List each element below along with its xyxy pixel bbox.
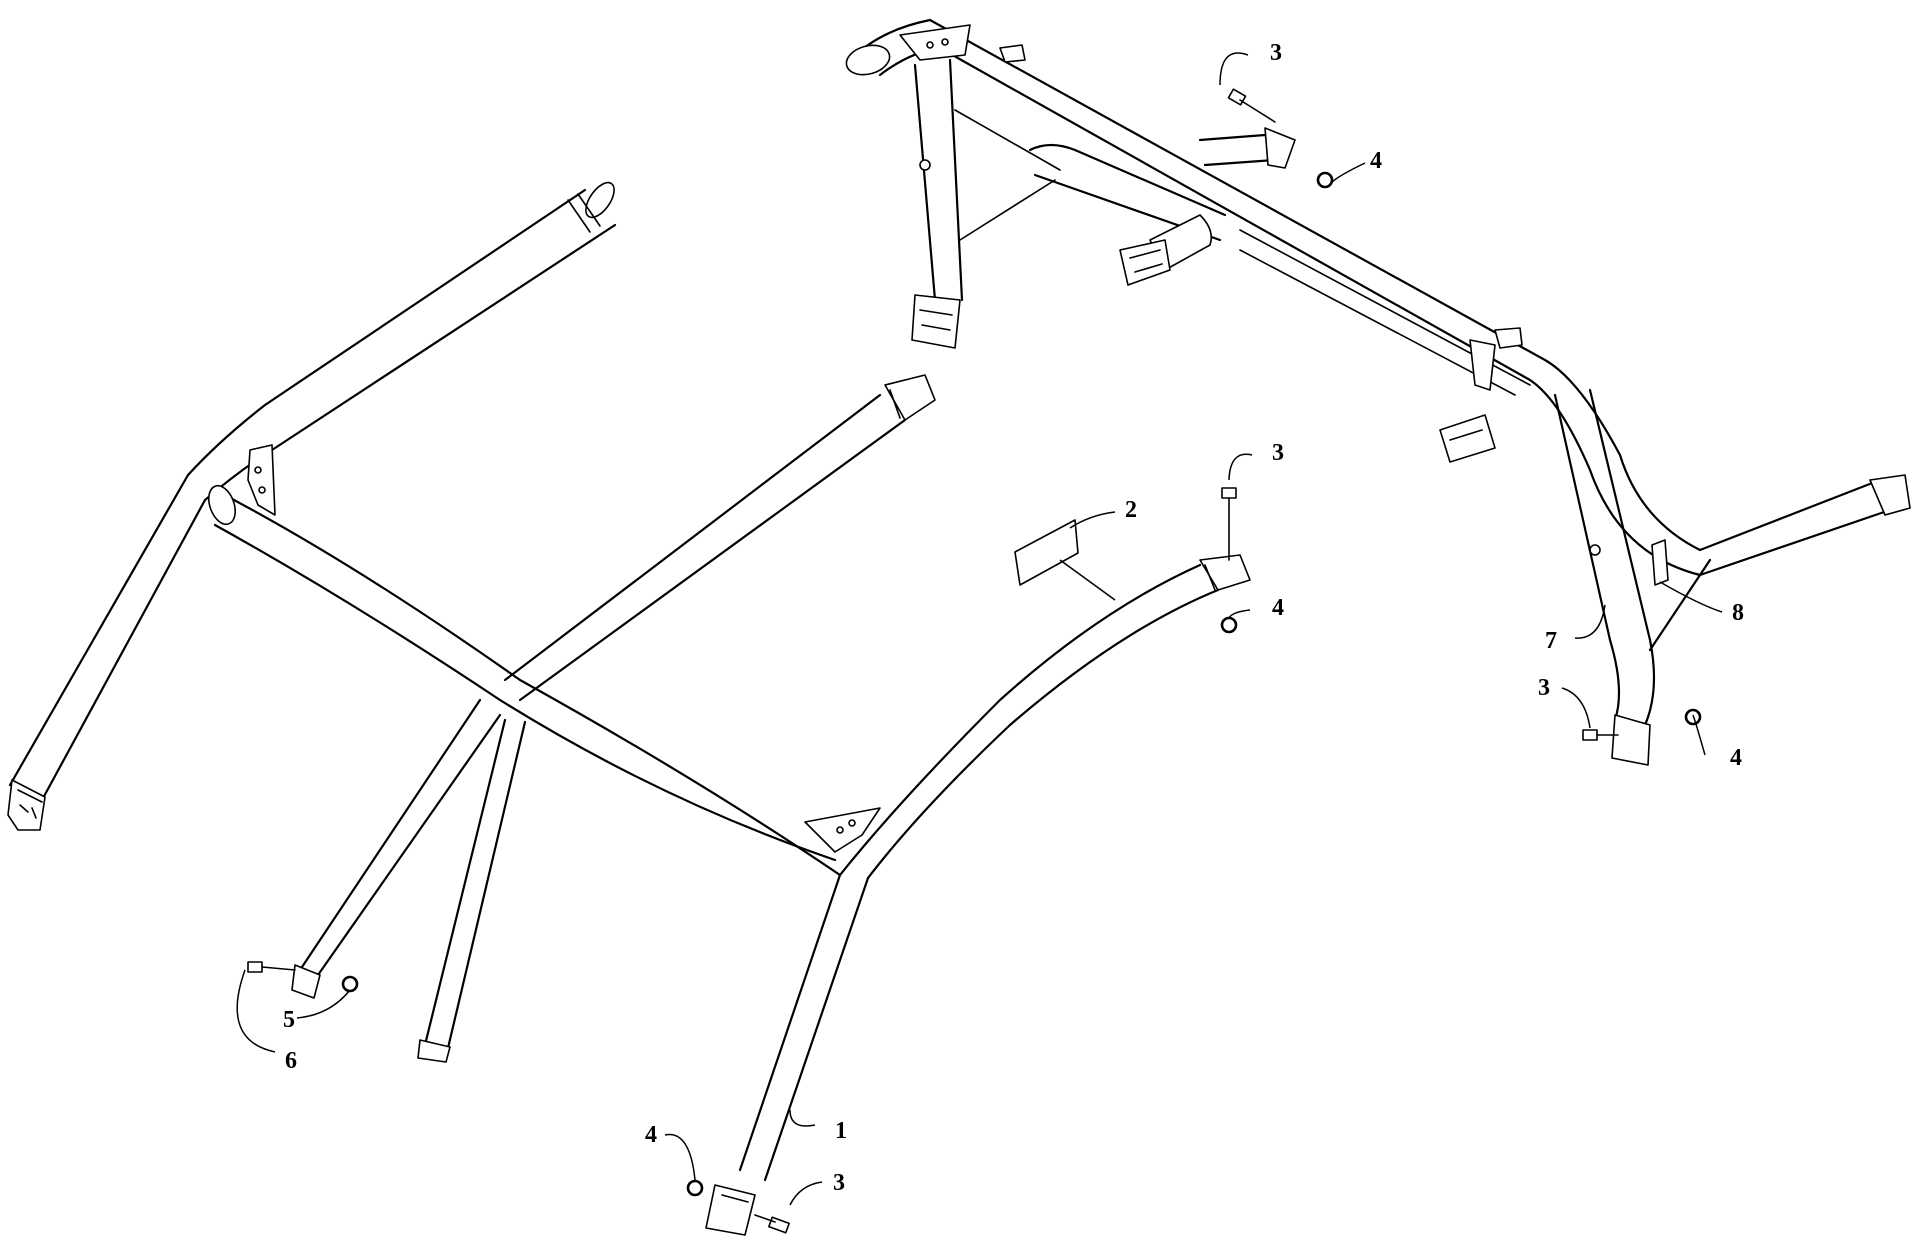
nut-5-lower-left — [341, 975, 359, 993]
callout-3-center: 3 — [1272, 440, 1284, 466]
callout-4-front-foot: 4 — [645, 1122, 657, 1148]
decal-2 — [1014, 519, 1116, 601]
decal-8 — [1651, 539, 1669, 586]
bolt-3-top-rear — [1227, 88, 1276, 123]
callout-6: 6 — [285, 1048, 297, 1074]
callout-4-center: 4 — [1272, 595, 1284, 621]
front-roll-cage-frame — [7, 181, 1251, 1236]
rear-roll-cage-frame — [845, 18, 1911, 766]
callout-3-top: 3 — [1270, 40, 1282, 66]
callouts: 3 4 3 2 4 8 7 3 4 5 6 1 4 3 — [283, 40, 1744, 1196]
bolt-3-center — [1221, 487, 1237, 561]
nut-4-top-rear — [1316, 171, 1334, 189]
callout-4-rear-right: 4 — [1730, 745, 1742, 771]
callout-3-front-foot: 3 — [833, 1170, 845, 1196]
callout-7: 7 — [1545, 628, 1557, 654]
callout-3-rear-right: 3 — [1538, 675, 1550, 701]
callout-1: 1 — [835, 1118, 847, 1144]
nut-4-front-foot — [686, 1179, 704, 1197]
callout-5: 5 — [283, 1007, 295, 1033]
callout-4-top: 4 — [1370, 148, 1382, 174]
leader-lines — [236, 52, 1723, 1206]
bolt-3-front-foot — [754, 1214, 790, 1234]
callout-2: 2 — [1125, 497, 1137, 523]
nut-4-center — [1220, 616, 1238, 634]
bolt-6-lower-left — [247, 961, 296, 973]
bolt-3-rear-right — [1582, 729, 1619, 741]
callout-8: 8 — [1732, 600, 1744, 626]
